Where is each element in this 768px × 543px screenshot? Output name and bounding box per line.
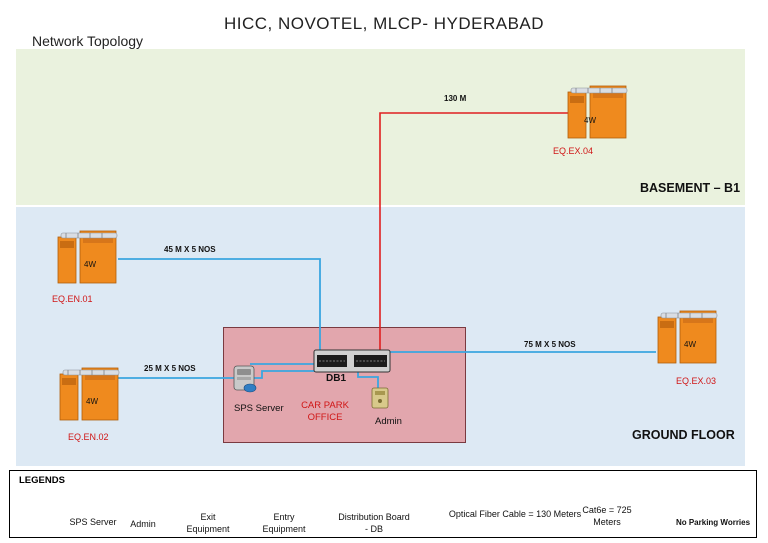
legend-server-label: SPS Server — [69, 517, 117, 527]
logo-p-letter: P — [723, 478, 747, 516]
admin-device — [371, 387, 389, 409]
logo-tagline: No Parking Worries — [675, 518, 751, 527]
logo-wordmark: secure — [673, 497, 709, 509]
label-cable-en01: 45 M X 5 NOS — [164, 245, 216, 254]
legend-db-label: Distribution Board - DB — [338, 512, 410, 534]
legend-cat6-label: Cat6e = 725 Meters — [582, 505, 632, 527]
legend-admin-label: Admin — [130, 519, 156, 529]
entry-equipment-02 — [59, 367, 120, 421]
page-title: HICC, NOVOTEL, MLCP- HYDERABAD — [223, 14, 545, 33]
label-admin: Admin — [375, 416, 402, 427]
entry-equipment-01 — [57, 230, 118, 284]
basement-zone-label: BASEMENT – B1 — [640, 181, 741, 195]
car-park-office-label: CAR PARK OFFICE — [301, 400, 349, 423]
car-park-office — [223, 327, 466, 443]
label-cable-ex03: 75 M X 5 NOS — [524, 340, 576, 349]
label-sps-server: SPS Server — [234, 403, 284, 414]
legend-exit-label: Exit Equipment — [186, 512, 230, 534]
gate-mark-ex03: 4W — [684, 340, 696, 349]
label-fiber-length: 130 M — [444, 94, 467, 103]
label-eq-en-02: EQ.EN.02 — [68, 432, 109, 442]
diagram-subtitle: Network Topology — [32, 33, 144, 49]
cable-en01 — [118, 258, 321, 351]
legend-title: LEGENDS — [19, 475, 65, 486]
ground-floor-zone-label: GROUND FLOOR — [632, 428, 735, 442]
label-db1: DB1 — [326, 373, 347, 384]
label-eq-ex-04: EQ.EX.04 — [553, 146, 594, 156]
fiber-cable — [379, 112, 578, 351]
exit-equipment-03 — [657, 310, 718, 364]
exit-equipment-04 — [567, 85, 628, 139]
legend-fiber-label: Optical Fiber Cable = 130 Meters — [448, 509, 582, 519]
cable-en02 — [114, 370, 318, 379]
label-cable-en02: 25 M X 5 NOS — [144, 364, 196, 373]
label-eq-en-01: EQ.EN.01 — [52, 294, 93, 304]
gate-mark-en01: 4W — [84, 260, 96, 269]
gate-mark-ex04: 4W — [584, 116, 596, 125]
sps-server-device — [233, 365, 257, 393]
legend-box — [9, 470, 757, 538]
legend-entry-label: Entry Equipment — [262, 512, 306, 534]
gate-mark-en02: 4W — [86, 397, 98, 406]
distribution-board — [313, 349, 391, 373]
label-eq-ex-03: EQ.EX.03 — [676, 376, 717, 386]
